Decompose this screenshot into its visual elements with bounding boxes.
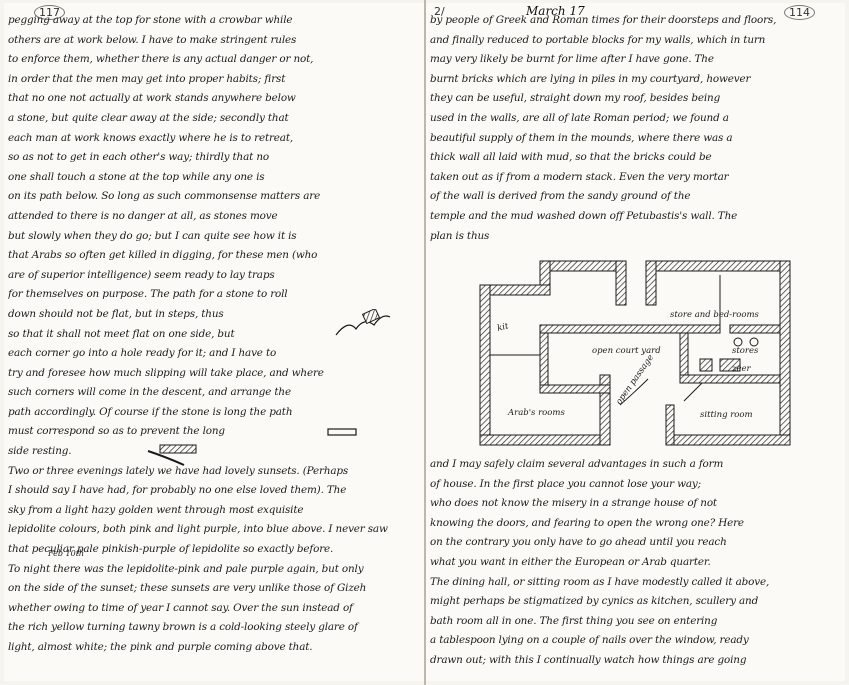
handwritten-line: bath room all in one. The first thing yo… xyxy=(430,614,718,627)
plan-label-passage: open passage xyxy=(614,353,656,407)
handwritten-line: that Arabs so often get killed in diggin… xyxy=(8,249,318,262)
handwritten-line: on the side of the sunset; these sunsets… xyxy=(8,582,367,595)
plan-wall xyxy=(729,324,781,334)
plan-label-zeer: zeer xyxy=(731,364,752,374)
handwritten-line: beautiful supply of them in the mounds, … xyxy=(430,131,733,144)
handwritten-line: try and foresee how much slipping will t… xyxy=(8,366,324,379)
handwritten-line: for themselves on purpose. The path for … xyxy=(8,288,288,301)
plan-wall xyxy=(615,260,627,306)
plan-wall xyxy=(539,332,549,394)
handwritten-line: taken out as if from a modern stack. Eve… xyxy=(430,170,729,183)
plan-wall xyxy=(539,384,611,394)
handwritten-line: The dining hall, or sitting room as I ha… xyxy=(430,575,770,588)
right-page-text-top: by people of Greek and Roman times for t… xyxy=(430,11,841,246)
handwritten-line: on its path below. So long as such commo… xyxy=(8,190,321,203)
plan-wall xyxy=(645,260,657,306)
plan-wall xyxy=(699,358,713,372)
handwritten-line: must correspond so as to prevent the lon… xyxy=(8,425,225,438)
long-stone-path-sketch xyxy=(147,444,197,466)
handwritten-line: are of superior intelligence) seem ready… xyxy=(8,268,275,281)
handwritten-line: whether owing to time of year I cannot s… xyxy=(8,601,353,614)
plan-wall xyxy=(665,434,791,446)
handwritten-line: to enforce them, whether there is any ac… xyxy=(8,53,314,66)
plan-label-store-rooms: store and bed-rooms xyxy=(670,310,760,320)
stone-steps-sketch xyxy=(335,309,391,336)
plan-label-stores: stores xyxy=(732,346,759,356)
handwritten-line: in order that the men may get into prope… xyxy=(8,72,286,85)
handwritten-line: may very likely be burnt for lime after … xyxy=(430,53,714,66)
handwritten-line: but slowly when they do go; but I can qu… xyxy=(8,229,297,242)
handwritten-line: a stone, but quite clear away at the sid… xyxy=(8,111,289,124)
handwritten-line: a tablespoon lying on a couple of nails … xyxy=(430,634,749,647)
right-page: 2/ 114 March 17 by people of Greek and R… xyxy=(426,3,845,681)
long-stone-sketch xyxy=(327,428,357,436)
margin-note: Feb 10th xyxy=(48,549,85,558)
handwritten-line: others are at work below. I have to make… xyxy=(8,33,297,46)
right-page-text-bottom: and I may safely claim several advantage… xyxy=(430,455,841,671)
left-page-number: 117 xyxy=(34,5,65,20)
handwritten-line: path accordingly. Of course if the stone… xyxy=(8,405,293,418)
handwritten-line: so that it shall not meet flat on one si… xyxy=(8,327,235,340)
plan-label-sitting-room: sitting room xyxy=(700,410,753,420)
handwritten-line: might perhaps be stigmatized by cynics a… xyxy=(430,595,759,608)
plan-label-kitchen: kit xyxy=(496,321,510,334)
plan-wall xyxy=(645,260,791,272)
handwritten-line: sky from a light hazy golden went throug… xyxy=(8,503,304,516)
handwritten-line: Two or three evenings lately we have had… xyxy=(8,464,349,477)
handwritten-line: by people of Greek and Roman times for t… xyxy=(430,14,777,26)
handwritten-line: that peculiar pale pinkish-purple of lep… xyxy=(8,543,334,556)
plan-wall xyxy=(779,260,791,446)
handwritten-line: temple and the mud washed down off Petub… xyxy=(430,209,738,222)
plan-wall xyxy=(479,434,611,446)
house-plan-sketch: store and bed-rooms open court yard stor… xyxy=(479,260,791,446)
handwritten-line: I should say I have had, for probably no… xyxy=(8,484,347,497)
handwritten-line: who does not know the misery in a strang… xyxy=(430,497,717,510)
handwritten-line: and finally reduced to portable blocks f… xyxy=(430,33,766,46)
letter-date: March 17 xyxy=(526,4,585,18)
handwritten-line: side resting. xyxy=(8,445,72,458)
handwritten-line: burnt bricks which are lying in piles in… xyxy=(430,72,751,85)
left-page-text: pegging away at the top for stone with a… xyxy=(8,11,420,658)
handwritten-line: one shall touch a stone at the top while… xyxy=(8,170,265,183)
handwritten-line: of the wall is derived from the sandy gr… xyxy=(430,190,691,203)
plan-wall xyxy=(679,332,689,376)
plan-wall xyxy=(539,324,721,334)
handwritten-line: attended to there is no danger at all, a… xyxy=(8,209,278,222)
left-page: 117 pegging away at the top for stone wi… xyxy=(4,3,425,681)
right-corner-mark: 2/ xyxy=(434,5,445,18)
plan-wall xyxy=(719,358,741,372)
handwritten-line: such corners will come in the descent, a… xyxy=(8,386,291,399)
handwritten-line: and I may safely claim several advantage… xyxy=(430,458,724,470)
handwritten-line: each corner go into a hole ready for it;… xyxy=(8,347,277,360)
plan-wall xyxy=(665,404,675,446)
plan-label-arab-rooms: Arab's rooms xyxy=(507,408,565,418)
handwritten-line: they can be useful, straight down my roo… xyxy=(430,92,721,105)
plan-wall xyxy=(539,260,627,272)
handwritten-line: each man at work knows exactly where he … xyxy=(8,131,294,144)
handwritten-line: on the contrary you only have to go ahea… xyxy=(430,536,727,549)
plan-wall xyxy=(479,284,491,446)
handwritten-line: of house. In the first place you cannot … xyxy=(430,477,702,490)
handwritten-line: knowing the doors, and fearing to open t… xyxy=(430,516,744,529)
plan-label-court: open court yard xyxy=(592,346,661,356)
handwritten-line: plan is thus xyxy=(430,229,490,242)
plan-wall xyxy=(599,374,611,446)
handwritten-line: what you want in either the European or … xyxy=(430,555,711,568)
handwritten-line: used in the walls, are all of late Roman… xyxy=(430,111,729,124)
plan-wall xyxy=(679,374,781,384)
handwritten-line: the rich yellow turning tawny brown is a… xyxy=(8,621,358,634)
right-page-number: 114 xyxy=(784,5,815,20)
handwritten-line: down should not be flat, but in steps, t… xyxy=(8,307,224,320)
handwritten-line: To night there was the lepidolite-pink a… xyxy=(8,562,364,575)
handwritten-line: lepidolite colours, both pink and light … xyxy=(8,523,388,536)
handwritten-line: thick wall all laid with mud, so that th… xyxy=(430,151,712,164)
page-fold xyxy=(424,0,426,685)
handwritten-line: so as not to get in each other's way; th… xyxy=(8,151,269,164)
handwritten-line: pegging away at the top for stone with a… xyxy=(8,14,293,26)
handwritten-line: that no one not actually at work stands … xyxy=(8,92,296,105)
handwritten-line: light, almost white; the pink and purple… xyxy=(8,641,313,653)
handwritten-line: drawn out; with this I continually watch… xyxy=(430,653,747,666)
